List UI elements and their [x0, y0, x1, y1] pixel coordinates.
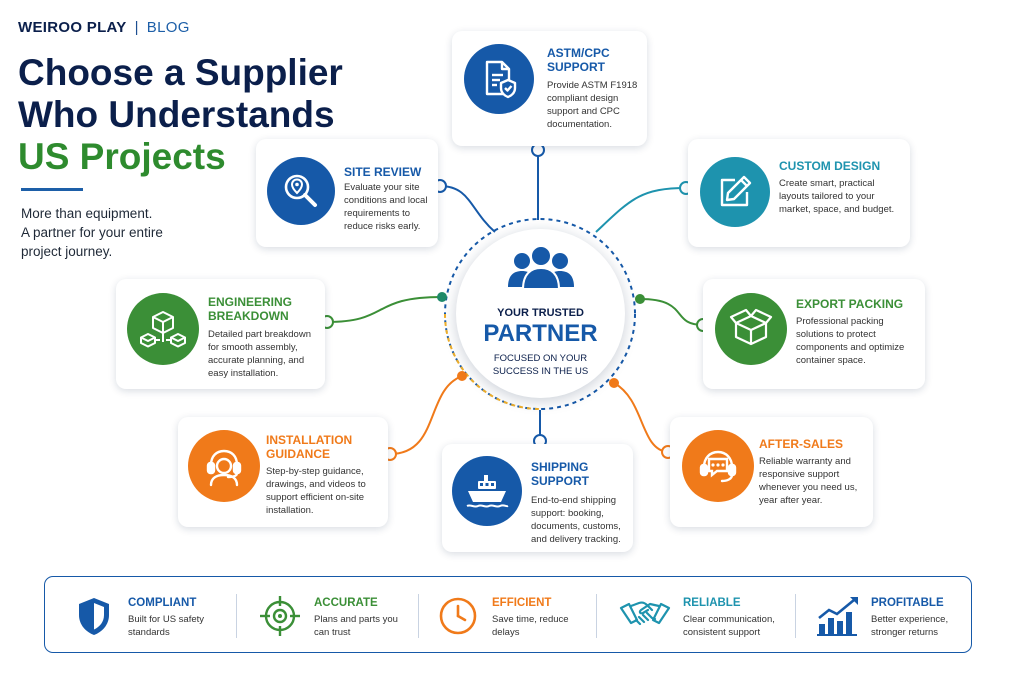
connector-site-review — [439, 185, 496, 233]
astm-title: ASTM/CPC SUPPORT — [547, 46, 610, 74]
connector-engineering — [326, 296, 443, 323]
shipping-icon-circle — [452, 456, 522, 526]
features-bar: COMPLIANT Built for US safety standards … — [44, 576, 972, 653]
feature-profitable-desc: Better experience, stronger returns — [871, 614, 949, 638]
feature-efficient-title: EFFICIENT — [492, 597, 552, 609]
tagline-line-1: More than equipment. — [21, 206, 153, 221]
feature-compliant-desc: Built for US safety standards — [128, 614, 205, 638]
shield-icon — [79, 598, 109, 635]
feature-divider-1 — [236, 594, 237, 638]
document-shield-icon — [485, 60, 517, 99]
installation-desc: Step-by-step guidance, drawings, and vid… — [266, 466, 366, 516]
center-subtitle-line-2: SUCCESS IN THE US — [492, 366, 589, 377]
headline-line-1: Choose a Supplier — [18, 52, 343, 93]
headset-support-icon — [206, 449, 242, 487]
site-review-desc: Evaluate your site conditions and local … — [344, 182, 428, 232]
card-export-packing: EXPORT PACKING Professional packing solu… — [703, 279, 925, 389]
card-installation-guidance: INSTALLATION GUIDANCE Step-by-step guida… — [178, 417, 388, 527]
card-custom-design: CUSTOM DESIGN Create smart, practical la… — [688, 139, 910, 247]
astm-icon-circle — [464, 44, 534, 114]
center-subtitle-line-1: FOCUSED ON YOUR — [493, 353, 588, 364]
installation-title-line-2: GUIDANCE — [266, 447, 331, 461]
feature-accurate-title: ACCURATE — [314, 597, 378, 609]
target-icon — [260, 596, 300, 636]
site-review-icon-circle — [267, 157, 335, 225]
site-review-title: SITE REVIEW — [344, 165, 422, 179]
connector-custom-design — [595, 187, 687, 233]
card-shipping-support: SHIPPING SUPPORT End-to-end shipping sup… — [442, 444, 633, 552]
pencil-edit-icon — [720, 175, 752, 207]
export-desc: Professional packing solutions to protec… — [796, 316, 905, 366]
brand-header: WEIROO PLAY | BLOG — [18, 19, 190, 36]
center-title-big: PARTNER — [483, 320, 598, 347]
installation-icon-circle — [188, 430, 260, 502]
center-partner-circle: YOUR TRUSTED PARTNER FOCUSED ON YOUR SUC… — [456, 229, 625, 398]
clock-icon — [439, 597, 477, 635]
card-after-sales: AFTER-SALES Reliable warranty and respon… — [670, 417, 873, 527]
headline-divider — [21, 188, 83, 191]
custom-design-desc: Create smart, practical layouts tailored… — [779, 178, 895, 215]
engineering-desc: Detailed part breakdown for smooth assem… — [208, 329, 311, 379]
chat-headset-icon — [699, 450, 737, 483]
card-astm-cpc: ASTM/CPC SUPPORT Provide ASTM F1918 comp… — [452, 31, 647, 146]
feature-accurate-desc: Plans and parts you can trust — [314, 614, 398, 638]
brand-separator: | — [134, 19, 139, 36]
installation-title-line-1: INSTALLATION — [266, 433, 353, 447]
page-headline: Choose a Supplier Who Understands US Pro… — [18, 52, 378, 178]
feature-reliable-desc: Clear communication, consistent support — [683, 614, 775, 638]
card-site-review: SITE REVIEW Evaluate your site condition… — [256, 139, 438, 247]
custom-design-icon-circle — [700, 157, 770, 227]
astm-title-line-1: ASTM/CPC — [547, 46, 610, 60]
custom-design-title: CUSTOM DESIGN — [779, 159, 881, 173]
feature-compliant-title: COMPLIANT — [128, 597, 197, 609]
feature-divider-4 — [795, 594, 796, 638]
feature-efficient-desc: Save time, reduce delays — [492, 614, 569, 638]
headline-line-3: US Projects — [18, 136, 226, 177]
tagline-line-3: project journey. — [21, 244, 113, 259]
center-subtitle: FOCUSED ON YOUR SUCCESS IN THE US — [466, 352, 615, 378]
shipping-desc: End-to-end shipping support: booking, do… — [531, 495, 621, 545]
headline-line-2: Who Understands — [18, 94, 335, 135]
engineering-title: ENGINEERING BREAKDOWN — [208, 295, 292, 323]
brand-section: BLOG — [146, 19, 190, 36]
installation-title: INSTALLATION GUIDANCE — [266, 433, 352, 461]
connector-after-sales — [613, 382, 669, 453]
people-group-icon — [508, 245, 574, 290]
ring-dot-installation — [457, 371, 467, 381]
export-title: EXPORT PACKING — [796, 297, 904, 311]
engineering-title-line-1: ENGINEERING — [208, 295, 293, 309]
magnifier-location-icon — [284, 174, 317, 207]
astm-desc: Provide ASTM F1918 compliant design supp… — [547, 80, 638, 130]
tagline-line-2: A partner for your entire — [21, 225, 163, 240]
card-engineering-breakdown: ENGINEERING BREAKDOWN Detailed part brea… — [116, 279, 325, 389]
feature-reliable-title: RELIABLE — [683, 597, 741, 609]
feature-divider-2 — [418, 594, 419, 638]
shipping-title-line-2: SUPPORT — [531, 474, 590, 488]
center-ring-yellow — [444, 313, 541, 410]
after-sales-icon-circle — [682, 430, 754, 502]
engineering-icon-circle — [127, 293, 199, 365]
export-icon-circle — [715, 293, 787, 365]
shipping-title-line-1: SHIPPING — [531, 460, 589, 474]
engineering-title-line-2: BREAKDOWN — [208, 309, 289, 323]
ring-dot-after-sales — [609, 378, 619, 388]
after-sales-title: AFTER-SALES — [759, 437, 843, 451]
after-sales-desc: Reliable warranty and responsive support… — [759, 456, 858, 506]
feature-divider-3 — [596, 594, 597, 638]
brand-name: WEIROO PLAY — [18, 19, 127, 36]
ring-dot-export — [635, 294, 645, 304]
center-title-small: YOUR TRUSTED — [497, 307, 584, 319]
astm-title-line-2: SUPPORT — [547, 60, 606, 74]
handshake-icon — [619, 601, 671, 626]
cube-parts-icon — [140, 311, 186, 348]
growth-chart-icon — [817, 597, 858, 636]
box-icon — [729, 308, 773, 346]
shipping-title: SHIPPING SUPPORT — [531, 460, 589, 488]
connector-export — [639, 298, 704, 326]
feature-profitable-title: PROFITABLE — [871, 597, 944, 609]
connector-installation — [389, 375, 463, 455]
ring-dot-engineering — [437, 292, 447, 302]
tagline: More than equipment. A partner for your … — [21, 204, 241, 261]
ship-icon — [466, 475, 509, 508]
